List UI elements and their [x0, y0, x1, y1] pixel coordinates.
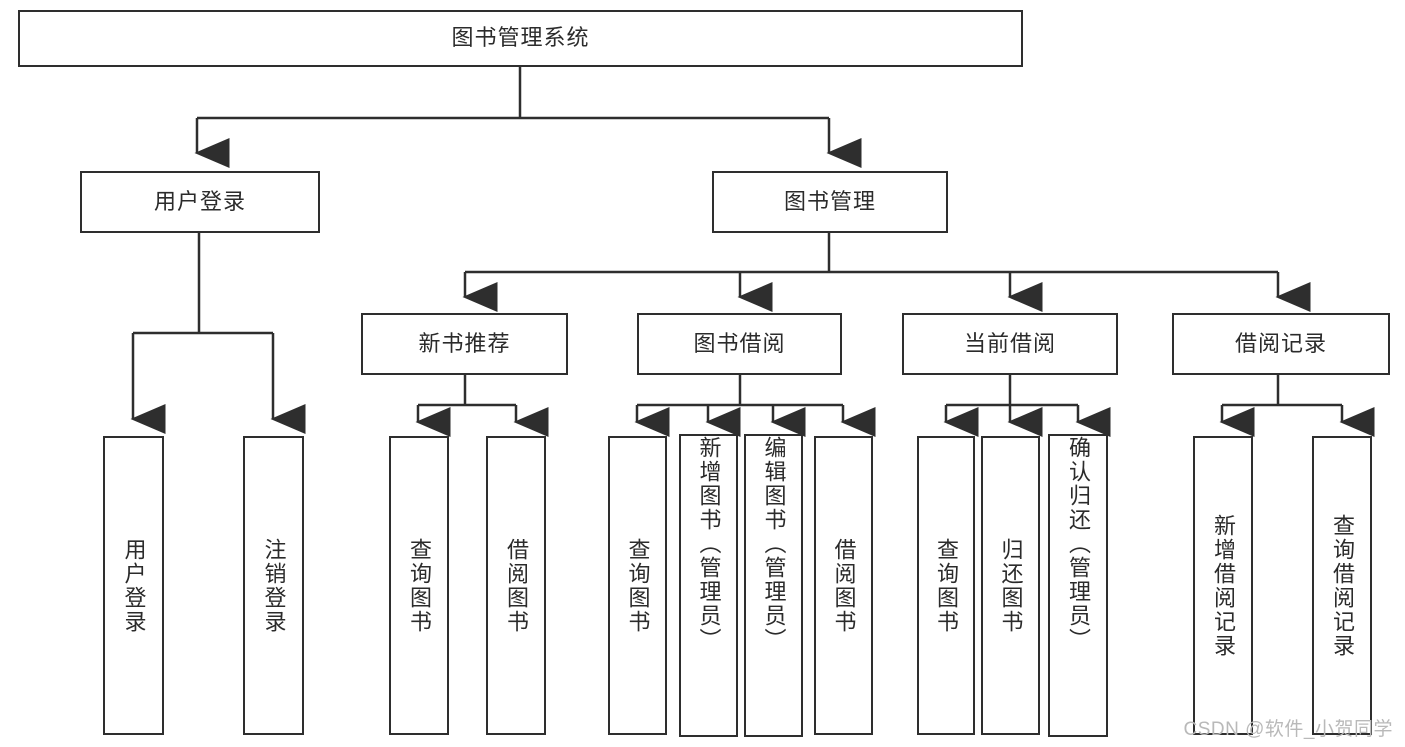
node-current-borrow-label: 当前借阅: [963, 330, 1056, 356]
node-leaf-rec-search-label: 查询借阅记录: [1329, 513, 1355, 658]
node-current-borrow[interactable]: 当前借阅: [902, 313, 1118, 375]
node-book-borrow[interactable]: 图书借阅: [637, 313, 842, 375]
watermark-text: CSDN @软件_小贺同学: [1183, 719, 1393, 740]
node-leaf-user-login[interactable]: 用户登录: [103, 436, 164, 735]
vtext-wrap: 编辑图书（管理员）: [761, 436, 787, 735]
node-leaf-rec-add-label: 新增借阅记录: [1210, 513, 1236, 658]
node-leaf-borrow-do[interactable]: 借阅图书: [814, 436, 873, 735]
node-leaf-cur-return[interactable]: 归还图书: [981, 436, 1040, 735]
vtext-wrap: 新增借阅记录: [1210, 438, 1236, 733]
vtext-wrap: 注销登录: [261, 438, 287, 733]
vtext-wrap: 确认归还（管理员）: [1065, 436, 1091, 735]
node-leaf-logout-label: 注销登录: [261, 537, 287, 634]
node-leaf-rec-borrow[interactable]: 借阅图书: [486, 436, 546, 735]
node-leaf-borrow-query[interactable]: 查询图书: [608, 436, 667, 735]
node-new-book-rec-label: 新书推荐: [418, 330, 511, 356]
node-user-login-label: 用户登录: [153, 188, 246, 214]
vtext-wrap: 新增图书（管理员）: [696, 436, 722, 735]
vtext-wrap: 借阅图书: [503, 438, 529, 733]
vtext-wrap: 归还图书: [998, 438, 1024, 733]
node-borrow-record-label: 借阅记录: [1234, 330, 1327, 356]
node-leaf-rec-query-label: 查询图书: [406, 537, 432, 634]
node-new-book-rec[interactable]: 新书推荐: [361, 313, 568, 375]
vtext-wrap: 查询图书: [933, 438, 959, 733]
node-root-label: 图书管理系统: [451, 25, 590, 51]
node-leaf-borrow-add[interactable]: 新增图书（管理员）: [679, 434, 738, 737]
node-root[interactable]: 图书管理系统: [18, 10, 1023, 67]
node-leaf-cur-query-label: 查询图书: [933, 537, 959, 634]
node-leaf-logout[interactable]: 注销登录: [243, 436, 304, 735]
node-user-login[interactable]: 用户登录: [80, 171, 320, 233]
node-leaf-borrow-edit[interactable]: 编辑图书（管理员）: [744, 434, 803, 737]
node-leaf-rec-add[interactable]: 新增借阅记录: [1193, 436, 1253, 735]
node-leaf-cur-confirm-label: 确认归还（管理员）: [1065, 436, 1091, 652]
node-leaf-borrow-do-label: 借阅图书: [831, 537, 857, 634]
node-leaf-borrow-add-label: 新增图书（管理员）: [696, 436, 722, 652]
vtext-wrap: 查询借阅记录: [1329, 438, 1355, 733]
node-book-borrow-label: 图书借阅: [693, 330, 786, 356]
node-leaf-rec-query[interactable]: 查询图书: [389, 436, 449, 735]
node-leaf-borrow-edit-label: 编辑图书（管理员）: [761, 436, 787, 652]
vtext-wrap: 用户登录: [121, 438, 147, 733]
vtext-wrap: 查询图书: [406, 438, 432, 733]
node-book-manage-label: 图书管理: [783, 188, 876, 214]
node-leaf-user-login-label: 用户登录: [121, 537, 147, 634]
node-book-manage[interactable]: 图书管理: [712, 171, 948, 233]
node-borrow-record[interactable]: 借阅记录: [1172, 313, 1390, 375]
vtext-wrap: 借阅图书: [831, 438, 857, 733]
node-leaf-cur-query[interactable]: 查询图书: [917, 436, 975, 735]
node-leaf-rec-search[interactable]: 查询借阅记录: [1312, 436, 1372, 735]
node-leaf-borrow-query-label: 查询图书: [625, 537, 651, 634]
node-leaf-cur-return-label: 归还图书: [998, 537, 1024, 634]
node-leaf-rec-borrow-label: 借阅图书: [503, 537, 529, 634]
node-leaf-cur-confirm[interactable]: 确认归还（管理员）: [1048, 434, 1108, 737]
vtext-wrap: 查询图书: [625, 438, 651, 733]
